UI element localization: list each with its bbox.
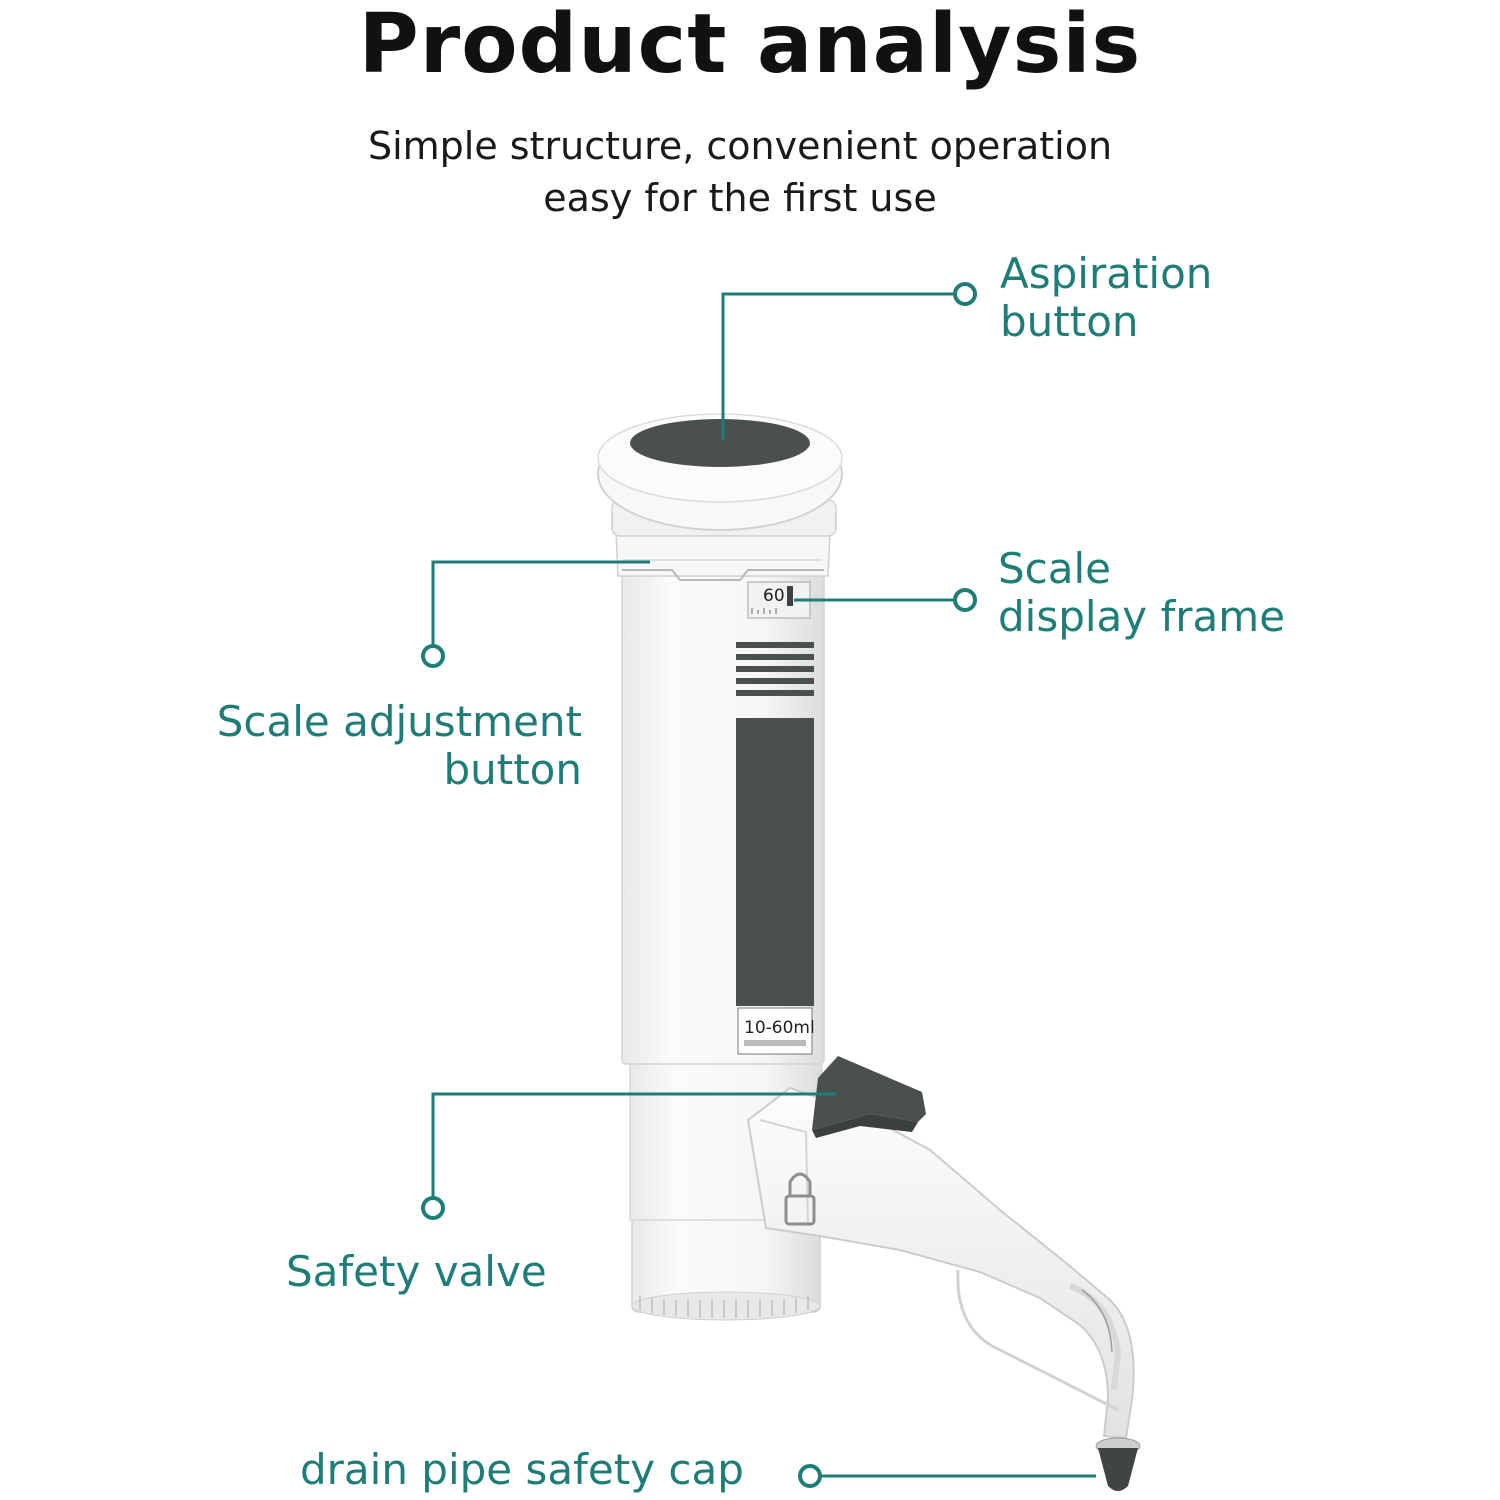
subtitle-line-2: easy for the first use (543, 176, 937, 220)
callout-lines (431, 292, 1096, 1478)
aspiration-cap (597, 413, 843, 537)
scale-window-number: 60 (763, 586, 785, 606)
volume-label: 10-60ml (744, 1018, 815, 1038)
drain-safety-cap (1095, 1437, 1141, 1491)
scale-adjustment-button-label: Scale adjustment button (120, 698, 582, 794)
base-ring (631, 1211, 821, 1321)
aspiration-callout-dot (953, 282, 977, 306)
scale-adjust-label-line-2: button (443, 745, 582, 794)
drain-callout-dot (798, 1464, 822, 1488)
aspiration-label-line-1: Aspiration (1000, 249, 1213, 298)
aspiration-button-label: Aspiration button (1000, 250, 1212, 346)
page-title: Product analysis (358, 0, 1142, 92)
grip-stripes (736, 642, 814, 696)
dispensing-spout (746, 1086, 1135, 1440)
scale-adjustment-collar (615, 529, 831, 581)
callout-dots (421, 282, 977, 1488)
volume-sticker: 10-60ml (737, 1007, 815, 1055)
aspiration-label-line-2: button (1000, 297, 1139, 346)
drain-pipe-safety-cap-label: drain pipe safety cap (300, 1445, 744, 1494)
scale-display-label-line-1: Scale (998, 544, 1111, 593)
safety-valve-handle (812, 1056, 926, 1138)
scale-display-frame-label: Scale display frame (998, 545, 1285, 641)
scale-display-label-line-2: display frame (998, 592, 1286, 641)
scale-adjust-label-line-1: Scale adjustment (216, 697, 582, 746)
scale-display-callout-dot (953, 588, 977, 612)
safety-valve-callout-dot (421, 1196, 445, 1220)
safety-valve-label: Safety valve (286, 1247, 547, 1296)
lock-icon (784, 1172, 816, 1226)
subtitle-line-1: Simple structure, convenient operation (367, 124, 1113, 168)
label-panel (736, 718, 814, 1006)
scale-adjust-callout-dot (421, 644, 445, 668)
